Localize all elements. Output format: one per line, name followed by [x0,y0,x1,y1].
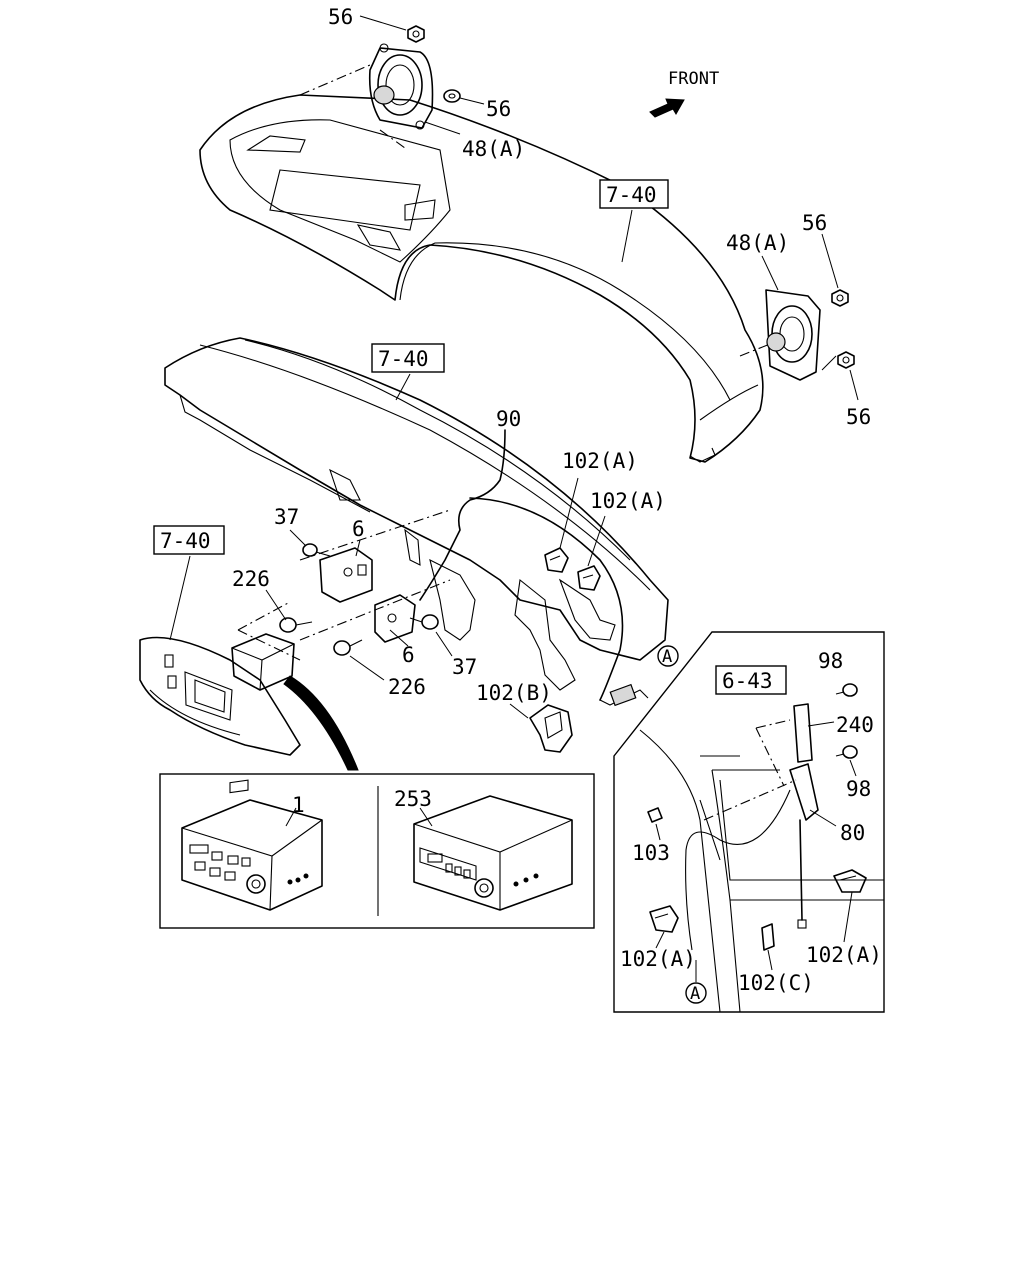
nut-56-right-upper [831,289,849,307]
bracket-6-top [319,547,373,603]
antenna-cable-90 [419,429,649,707]
callout-102a-1: 102(A) [562,449,638,473]
swoosh-arrow-icon [283,675,359,771]
callout-103: 103 [632,841,670,865]
clip-102a-left [544,547,569,573]
callout-37-bottom: 37 [452,655,477,679]
nut-56-top-right [443,89,461,103]
svg-text:A: A [662,647,672,667]
svg-text:6-43: 6-43 [722,669,773,693]
svg-text:A: A [690,984,700,1004]
clip-102a-right [577,565,601,591]
ref-box-7-40-upper: 7-40 [599,179,669,263]
callout-102a-inset-right: 102(A) [806,943,882,967]
front-arrow-icon [649,98,685,118]
nut-56-right-lower [837,351,855,369]
callout-98-bottom: 98 [846,777,871,801]
radio-variants-box [159,773,595,929]
bolt-226-bottom [333,639,363,656]
callout-6-bottom: 6 [402,643,415,667]
front-label: FRONT [668,69,719,89]
bracket-6-bottom [374,594,416,643]
svg-text:7-40: 7-40 [160,529,211,553]
svg-text:7-40: 7-40 [606,183,657,207]
clip-102b [529,704,573,753]
svg-text:7-40: 7-40 [378,347,429,371]
bracket-240 [793,703,813,763]
callout-102a-2: 102(A) [590,489,666,513]
antenna-inset-panel [613,631,885,1013]
bolt-37-top [302,543,331,557]
callout-radio-253: 253 [394,787,432,811]
speaker-left [368,43,434,130]
callout-226-top: 226 [232,567,270,591]
radio-unit-1 [181,779,323,911]
bolt-98-bottom [835,745,858,759]
upper-dash-panel [199,94,764,463]
bolt-98-top [835,683,858,697]
callout-56-top-right: 56 [486,97,511,121]
callout-56-right-upper: 56 [802,211,827,235]
clip-102a-inset-right [833,869,867,893]
nut-56-top-left [407,25,425,43]
bolt-37-bottom [409,614,439,630]
callout-102a-inset-left: 102(A) [620,947,696,971]
front-indicator: FRONT [649,69,719,118]
clip-103 [647,807,663,823]
callout-98-top: 98 [818,649,843,673]
callout-102b: 102(B) [476,681,552,705]
callout-90: 90 [496,407,521,431]
callout-48a-left: 48(A) [462,137,525,161]
bolt-226-top [279,617,313,633]
ref-box-7-40-side: 7-40 [153,525,225,641]
radio-unit-253 [413,795,573,911]
side-panel [139,636,301,756]
lower-dash-panel [164,337,669,691]
callout-240: 240 [836,713,874,737]
antenna-80 [685,763,819,951]
callout-6-top: 6 [352,517,365,541]
speaker-right [765,289,821,381]
callout-radio-1: 1 [292,793,305,817]
callout-37-top: 37 [274,505,299,529]
callout-102c: 102(C) [738,971,814,995]
connector-a-badge-inset: A [685,982,707,1004]
clip-102c [761,923,775,951]
clip-102a-inset-left [649,905,679,933]
callout-226-bottom: 226 [388,675,426,699]
callout-48a-right: 48(A) [726,231,789,255]
ref-box-7-40-lower: 7-40 [371,343,445,401]
connector-a-badge: A [657,645,679,667]
callout-56-top-left: 56 [328,5,353,29]
radio-slot [231,633,295,691]
ref-box-6-43: 6-43 [715,665,787,695]
callout-80: 80 [840,821,865,845]
callout-56-right-lower: 56 [846,405,871,429]
